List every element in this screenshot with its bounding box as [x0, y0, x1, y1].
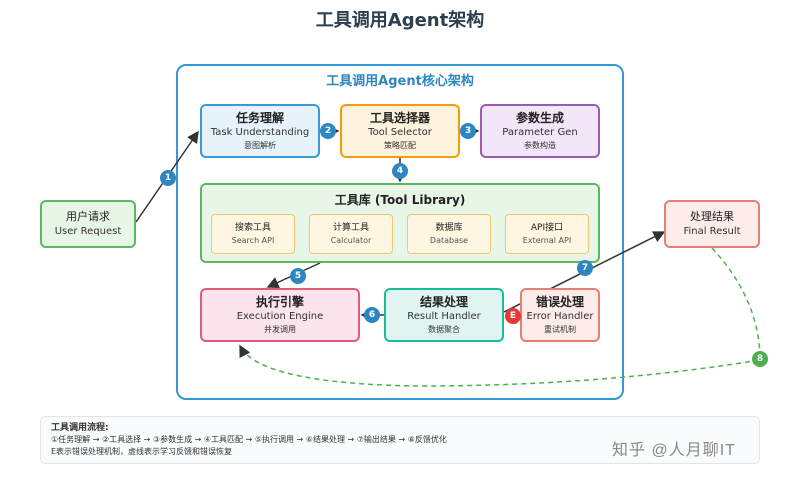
node-sublabel: 重试机制 — [544, 325, 576, 334]
tool-search-api: 搜索工具 Search API — [211, 214, 295, 254]
step-badge-8: 8 — [752, 351, 768, 367]
tool-label-cn: 搜索工具 — [234, 222, 271, 233]
parameter-gen-node: 参数生成 Parameter Gen 参数构造 — [480, 104, 600, 158]
step-badge-4: 4 — [392, 163, 408, 179]
diagram-title: 工具调用Agent架构 — [315, 10, 485, 31]
step-badge-5: 5 — [290, 268, 306, 284]
node-sublabel: 策略匹配 — [384, 141, 416, 150]
tool-label-cn: API接口 — [530, 222, 564, 233]
tool-label-en: Search API — [231, 235, 275, 245]
tool-calculator: 计算工具 Calculator — [309, 214, 393, 254]
final-result-node: 处理结果 Final Result — [664, 200, 760, 248]
result-handler-node: 结果处理 Result Handler 数据聚合 — [384, 288, 504, 342]
tool-label-cn: 计算工具 — [332, 222, 369, 233]
tool-list: 搜索工具 Search API 计算工具 Calculator 数据库 Data… — [211, 214, 589, 254]
node-label-cn: 结果处理 — [419, 295, 468, 309]
tool-library-title: 工具库 (Tool Library) — [334, 193, 466, 207]
step-badge-3: 3 — [460, 123, 476, 139]
tool-external-api: API接口 External API — [505, 214, 589, 254]
tool-label-en: Calculator — [330, 235, 372, 245]
watermark: 知乎 @人月聊IT — [612, 442, 736, 459]
error-handler-node: 错误处理 Error Handler 重试机制 — [520, 288, 600, 342]
node-sublabel: 参数构造 — [524, 141, 556, 150]
node-label-en: Tool Selector — [368, 127, 432, 138]
tool-label-cn: 数据库 — [435, 222, 463, 233]
node-label-en: Execution Engine — [236, 311, 324, 322]
user-request-node: 用户请求 User Request — [40, 200, 136, 248]
node-label-en: Error Handler — [526, 311, 594, 322]
step-badge-1: 1 — [160, 170, 176, 186]
task-understanding-node: 任务理解 Task Understanding 意图解析 — [200, 104, 320, 158]
flow-title: 工具调用流程: — [51, 423, 109, 433]
tool-label-en: Database — [429, 235, 469, 245]
node-label-en: User Request — [54, 226, 122, 237]
step-badge-6: 6 — [364, 307, 380, 323]
tool-label-en: External API — [522, 235, 572, 245]
flow-description-panel: 工具调用流程: ①任务理解 → ②工具选择 → ③参数生成 → ④工具匹配 → … — [40, 416, 760, 464]
feedback-dashed-line — [239, 247, 761, 387]
tool-library-node: 工具库 (Tool Library) 搜索工具 Search API 计算工具 … — [200, 183, 600, 263]
node-sublabel: 意图解析 — [244, 141, 276, 150]
node-label-en: Task Understanding — [210, 127, 310, 138]
execution-engine-node: 执行引擎 Execution Engine 并发调用 — [200, 288, 360, 342]
flow-steps-text: ①任务理解 → ②工具选择 → ③参数生成 → ④工具匹配 → ⑤执行调用 → … — [51, 435, 447, 444]
error-badge-e: E — [505, 308, 521, 324]
node-label-cn: 参数生成 — [515, 111, 564, 125]
node-label-en: Parameter Gen — [502, 127, 578, 138]
node-label-en: Result Handler — [407, 311, 481, 322]
node-label-cn: 任务理解 — [235, 111, 284, 125]
step-badge-2: 2 — [320, 123, 336, 139]
node-label-en: Final Result — [683, 226, 741, 237]
node-sublabel: 数据聚合 — [428, 325, 460, 334]
node-label-cn: 处理结果 — [690, 210, 734, 223]
node-label-cn: 执行引擎 — [255, 295, 304, 309]
flow-legend-text: E表示错误处理机制，虚线表示学习反馈和错误恢复 — [51, 447, 233, 456]
node-label-cn: 工具选择器 — [369, 111, 430, 125]
node-label-cn: 用户请求 — [66, 210, 110, 223]
node-label-cn: 错误处理 — [535, 295, 584, 309]
step-badge-7: 7 — [577, 260, 593, 276]
tool-selector-node: 工具选择器 Tool Selector 策略匹配 — [340, 104, 460, 158]
node-sublabel: 并发调用 — [264, 325, 296, 334]
core-architecture-title: 工具调用Agent核心架构 — [326, 74, 474, 89]
tool-database: 数据库 Database — [407, 214, 491, 254]
